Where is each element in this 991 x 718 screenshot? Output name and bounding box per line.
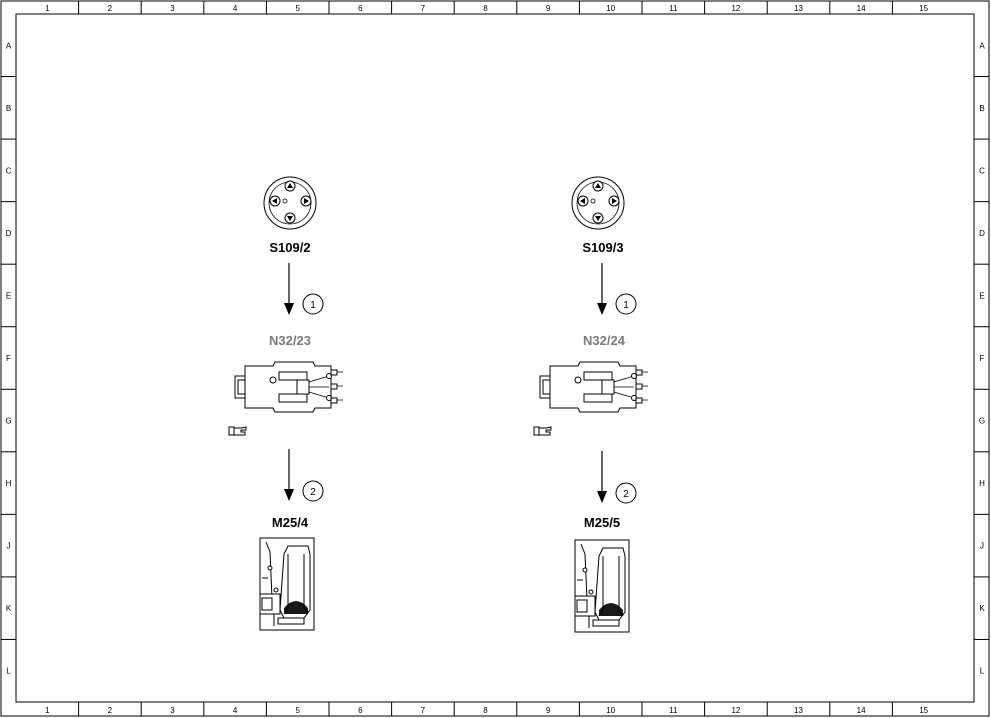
signal-arrow (284, 449, 294, 501)
grid-row-label: D (6, 229, 12, 238)
grid-column-label: 9 (546, 706, 551, 715)
grid-row-label: F (6, 354, 11, 363)
svg-text:2: 2 (623, 489, 629, 500)
grid-column-label: 2 (108, 4, 113, 13)
switch-icon (571, 176, 625, 230)
grid-column-label: 12 (731, 4, 740, 13)
signal-arrow (284, 263, 294, 315)
grid-row-label: A (6, 41, 12, 50)
grid-column-label: 15 (919, 4, 928, 13)
grid-column-label: 12 (731, 706, 740, 715)
grid-row-label: H (979, 479, 985, 488)
svg-text:2: 2 (310, 487, 316, 498)
hand-pointer-icon (228, 426, 247, 436)
grid-column-label: 11 (669, 4, 678, 13)
grid-ruler-right: A B C D E F G H J K L (974, 41, 989, 676)
grid-column-label: 14 (857, 4, 866, 13)
grid-column-label: 5 (295, 706, 300, 715)
grid-row-label: E (979, 291, 984, 300)
grid-row-label: B (6, 104, 11, 113)
grid-ruler-left: A B C D E F G H J K L (1, 41, 16, 676)
seat-motor-icon (259, 537, 315, 631)
grid-row-label: L (980, 667, 985, 676)
grid-row-label: C (6, 166, 12, 175)
grid-column-label: 7 (421, 706, 426, 715)
grid-row-label: F (980, 354, 985, 363)
control-module-icon (234, 361, 343, 413)
callout-1: 1 (615, 293, 637, 315)
grid-row-label: K (6, 604, 12, 613)
seat-motor-icon (574, 539, 630, 633)
callout-1: 1 (302, 293, 324, 315)
grid-column-label: 14 (857, 706, 866, 715)
grid-column-label: 4 (233, 4, 238, 13)
callout-2: 2 (615, 482, 637, 504)
motor-label: M25/5 (584, 515, 620, 530)
grid-column-label: 5 (295, 4, 300, 13)
module-label: N32/23 (269, 333, 311, 348)
grid-column-label: 13 (794, 706, 803, 715)
svg-text:1: 1 (310, 300, 316, 311)
grid-column-label: 2 (108, 706, 113, 715)
grid-column-label: 3 (170, 706, 175, 715)
grid-row-label: L (6, 667, 11, 676)
grid-column-label: 13 (794, 4, 803, 13)
grid-row-label: G (979, 417, 985, 426)
grid-row-label: C (979, 166, 985, 175)
control-module-icon (539, 361, 648, 413)
grid-column-label: 10 (606, 4, 615, 13)
component-column-left: S109/2 1 N32/23 (228, 176, 343, 631)
grid-row-label: G (5, 417, 11, 426)
grid-row-label: J (980, 542, 984, 551)
inner-frame (15, 13, 975, 703)
svg-text:1: 1 (623, 300, 629, 311)
component-column-right: S109/3 1 N32/24 (533, 176, 648, 633)
grid-row-label: K (979, 604, 985, 613)
grid-row-label: A (979, 41, 985, 50)
hand-pointer-icon (533, 426, 552, 436)
motor-label: M25/4 (272, 515, 309, 530)
grid-column-label: 3 (170, 4, 175, 13)
grid-row-label: H (6, 479, 12, 488)
grid-row-label: B (979, 104, 984, 113)
grid-column-label: 10 (606, 706, 615, 715)
signal-arrow (597, 451, 607, 503)
grid-column-label: 7 (421, 4, 426, 13)
signal-arrow (597, 263, 607, 315)
switch-label: S109/3 (582, 240, 623, 255)
grid-column-label: 1 (45, 4, 50, 13)
switch-icon (263, 176, 317, 230)
grid-row-label: E (6, 291, 11, 300)
grid-column-label: 11 (669, 706, 678, 715)
switch-label: S109/2 (269, 240, 310, 255)
module-label: N32/24 (583, 333, 626, 348)
grid-row-label: J (7, 542, 11, 551)
grid-column-label: 8 (483, 706, 488, 715)
grid-row-label: D (979, 229, 985, 238)
grid-column-label: 9 (546, 4, 551, 13)
grid-column-label: 15 (919, 706, 928, 715)
grid-column-label: 1 (45, 706, 50, 715)
grid-column-label: 8 (483, 4, 488, 13)
callout-2: 2 (302, 480, 324, 502)
grid-column-label: 6 (358, 4, 363, 13)
grid-column-label: 6 (358, 706, 363, 715)
grid-column-label: 4 (233, 706, 238, 715)
